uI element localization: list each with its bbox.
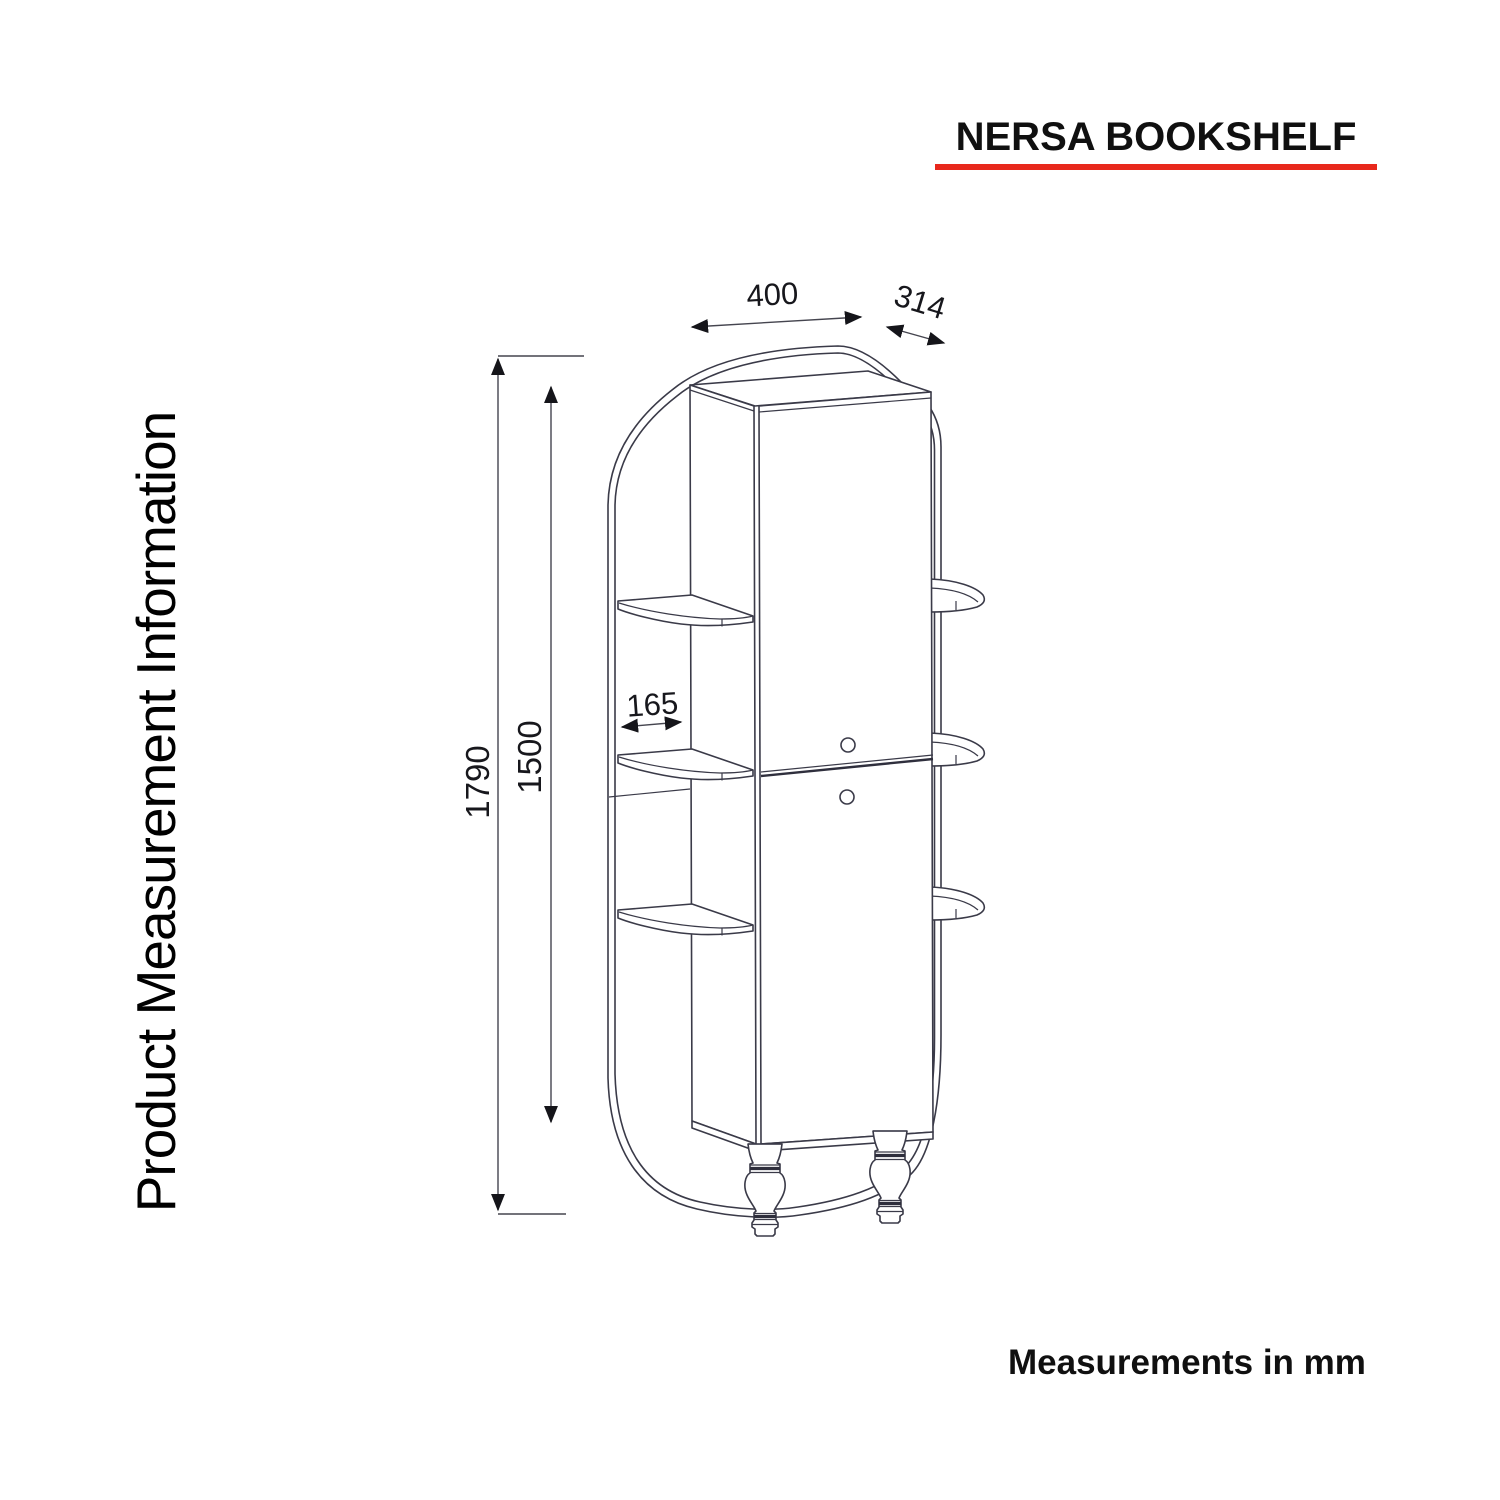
units-note: Measurements in mm	[1008, 1343, 1366, 1382]
width-value: 400	[745, 275, 799, 313]
right-shelf-3	[929, 886, 986, 921]
left-shelf-1	[617, 594, 754, 627]
total-height-value: 1790	[459, 745, 496, 818]
right-shelf-2	[929, 732, 986, 767]
bookshelf-technical-drawing: 400 314 1790 1500 165	[459, 275, 986, 1237]
body-height-value: 1500	[511, 720, 548, 793]
front-left-leg	[744, 1143, 786, 1237]
depth-arrow	[885, 324, 946, 346]
front-right-leg	[869, 1130, 911, 1224]
upper-door-knob	[840, 737, 856, 753]
right-shelf-1	[929, 578, 986, 613]
side-label-product-measurement-information: Product Measurement Information	[125, 411, 187, 1213]
backboard-mid-line	[608, 788, 691, 798]
dimension-shelf-depth: 165	[620, 685, 683, 733]
cabinet-left-top-double-line	[689, 389, 755, 412]
dimension-body-height: 1500	[511, 385, 558, 1124]
right-shelves	[929, 578, 986, 921]
depth-value: 314	[890, 278, 950, 327]
backboard-inner-edge	[614, 352, 936, 1211]
width-arrow	[690, 310, 863, 334]
door-split-upper-line	[760, 754, 934, 773]
cabinet-front-top-double-line	[758, 397, 932, 413]
title-underline-accent	[935, 164, 1377, 170]
left-shelf-3	[617, 903, 754, 936]
lower-door-knob	[839, 789, 855, 805]
backboard-outline	[607, 345, 942, 1219]
dimension-depth: 314	[885, 278, 950, 346]
dimension-width: 400	[690, 275, 863, 334]
page-title: NERSA BOOKSHELF	[955, 115, 1357, 159]
left-shelves	[617, 594, 754, 936]
door-split-line	[760, 757, 934, 778]
dimension-total-height: 1790	[459, 355, 584, 1215]
backboard-outer-edge	[607, 345, 942, 1219]
shelf-depth-arrow	[620, 716, 683, 733]
left-shelf-2	[617, 748, 754, 781]
shelf-depth-value: 165	[625, 685, 679, 724]
